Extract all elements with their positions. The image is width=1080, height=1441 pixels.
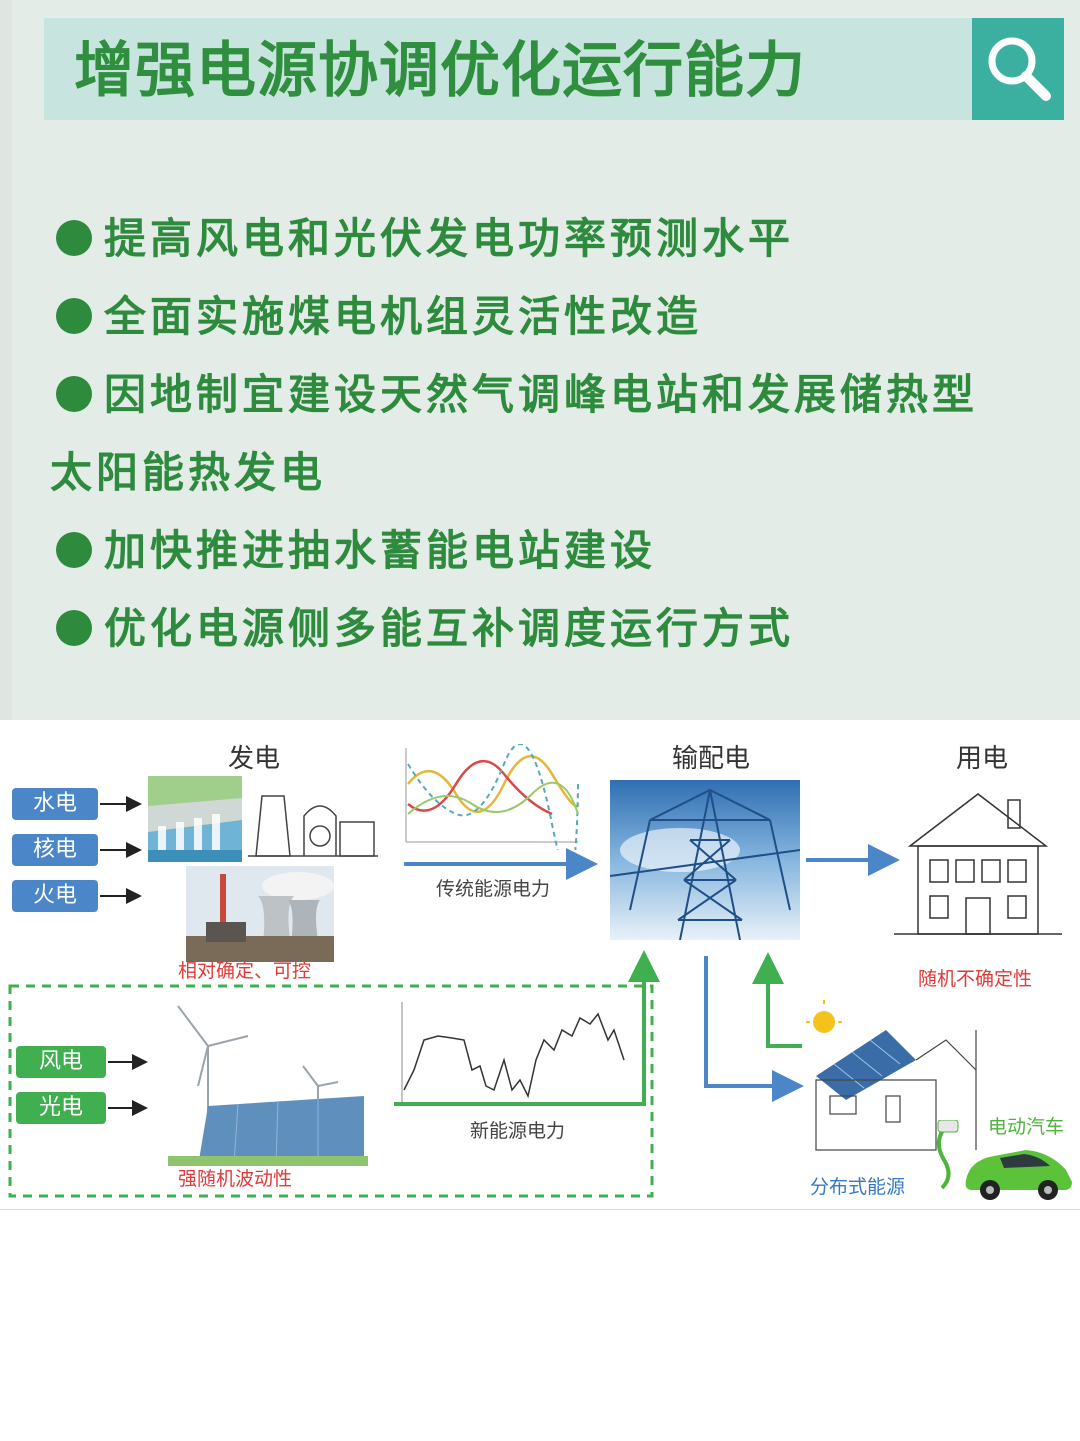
- nuclear-plant-image: [244, 776, 380, 862]
- header-generation: 发电: [228, 744, 281, 774]
- bullet-dot-icon: [56, 297, 92, 334]
- flow-arrows: [8, 796, 900, 1198]
- hydro-dam-image: [148, 776, 242, 862]
- house-image: [890, 786, 1066, 946]
- header-consumption: 用电: [956, 744, 1009, 774]
- search-icon: [988, 37, 1051, 101]
- bullet-dot-icon: [56, 531, 92, 568]
- card-edge: [0, 0, 12, 720]
- source-solar: 光电: [16, 1092, 106, 1124]
- info-card: 增强电源协调优化运行能力 提高风电和光伏发电功率预测水平 全面实施煤电机组灵活性…: [0, 0, 1080, 720]
- source-wind: 风电: [16, 1046, 106, 1078]
- search-button[interactable]: [972, 18, 1064, 120]
- distributed-energy-caption: 分布式能源: [810, 1176, 906, 1198]
- bullet-item: 全面实施煤电机组灵活性改造: [50, 278, 1060, 356]
- conventional-power-caption: 传统能源电力: [436, 878, 551, 900]
- ev-caption: 电动汽车: [988, 1116, 1065, 1138]
- wind-solar-image: [168, 996, 368, 1166]
- title-band: [44, 18, 1064, 120]
- bullet-item: 加快推进抽水蓄能电站建设: [50, 512, 1060, 590]
- renewable-trait-caption: 强随机波动性: [178, 1168, 293, 1190]
- source-thermal: 火电: [12, 880, 98, 912]
- bullet-dot-icon: [56, 375, 92, 412]
- charging-plug-icon: [928, 1120, 968, 1190]
- renewable-power-caption: 新能源电力: [470, 1120, 566, 1142]
- distributed-energy-image: [806, 1000, 996, 1156]
- conventional-trait-caption: 相对确定、可控: [178, 960, 312, 982]
- bullet-list: 提高风电和光伏发电功率预测水平 全面实施煤电机组灵活性改造 因地制宜建设天然气调…: [50, 200, 1060, 668]
- bullet-item: 优化电源侧多能互补调度运行方式: [50, 590, 1060, 668]
- bullet-item: 因地制宜建设天然气调峰电站和发展储热型: [50, 356, 1060, 434]
- bullet-dot-icon: [56, 609, 92, 646]
- electric-car-image: [960, 1136, 1076, 1202]
- consumption-trait-caption: 随机不确定性: [918, 968, 1033, 990]
- bullet-dot-icon: [56, 219, 92, 256]
- coal-plant-image: [186, 866, 334, 962]
- bullet-continuation: 太阳能热发电: [50, 448, 327, 497]
- bullet-item: 提高风电和光伏发电功率预测水平: [50, 200, 1060, 278]
- power-flow-diagram: 发电 输配电 用电 水电 核电 火电 风电 光电: [0, 720, 1080, 1210]
- transmission-tower-image: [610, 780, 800, 940]
- card-title: 增强电源协调优化运行能力: [74, 36, 806, 106]
- traditional-power-chart: [402, 744, 580, 850]
- source-hydro: 水电: [12, 788, 98, 820]
- source-nuclear: 核电: [12, 834, 98, 866]
- header-transmission: 输配电: [672, 744, 751, 774]
